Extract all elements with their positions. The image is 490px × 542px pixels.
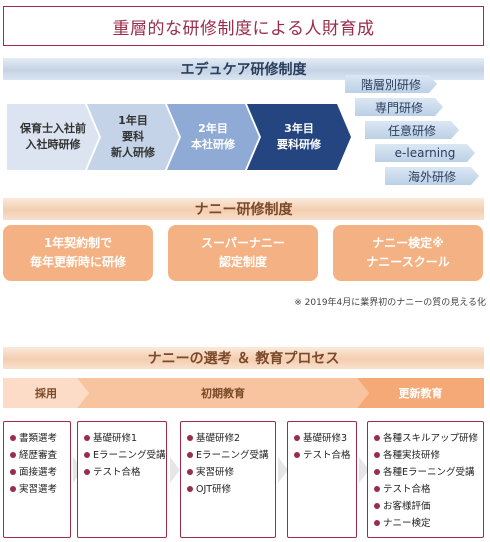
step-year1: 1年目 要科 新人研修: [87, 104, 179, 170]
list-item: 実習選考: [10, 481, 66, 498]
step-line: 3年目: [284, 122, 314, 136]
list-item: 各種スキルアップ研修: [374, 430, 479, 447]
tag-specialized-training: 専門研修: [355, 98, 443, 116]
phase-renewal-education: 更新教育: [357, 378, 484, 408]
step-pre-hire: 保育士入社前 入社時研修: [7, 104, 99, 170]
list-item: 各種Eラーニング受講: [374, 464, 479, 481]
renewal-education-list: 各種スキルアップ研修 各種実技研修 各種Eラーニング受講 テスト合格 お客様評価…: [367, 421, 484, 538]
list-item: 基礎研修3: [294, 430, 352, 447]
step-line: 要科: [122, 130, 144, 144]
list-item: お客様評価: [374, 498, 479, 515]
list-item: 書類選考: [10, 430, 66, 447]
list-item: Eラーニング受講: [187, 447, 271, 464]
tag-optional-training: 任意研修: [365, 121, 459, 139]
list-item: テスト合格: [84, 464, 162, 481]
list-item: 面接選考: [10, 464, 66, 481]
list-item: 実習研修: [187, 464, 271, 481]
phase-recruitment: 採用: [3, 378, 89, 408]
nanny-training-bar: ナニー研修制度: [3, 198, 484, 220]
tag-hierarchical-training: 階層別研修: [345, 75, 437, 93]
next-arrow-icon: [170, 457, 180, 483]
step-year3: 3年目 要科研修: [247, 104, 351, 170]
next-arrow-icon: [278, 457, 288, 483]
step-line: 入社時研修: [25, 138, 81, 151]
list-item: テスト合格: [374, 481, 479, 498]
nanny-box-line: 認定制度: [218, 255, 267, 269]
list-item: ナニー検定: [374, 515, 479, 532]
page-title: 重層的な研修制度による人財育成: [3, 6, 484, 46]
step-line: 新人研修: [111, 145, 155, 159]
nanny-box-line: スーパーナニー: [201, 235, 285, 250]
list-item: Eラーニング受講: [84, 447, 166, 464]
list-item: 基礎研修1: [84, 430, 162, 447]
tag-overseas-training: 海外研修: [385, 167, 479, 185]
nanny-box-line: 1年契約制で: [43, 235, 113, 250]
step-line: 1年目: [118, 114, 148, 128]
nanny-box-super-nanny: スーパーナニー 認定制度: [168, 225, 318, 281]
list-item: OJT研修: [187, 481, 271, 498]
list-item: 基礎研修2: [187, 430, 271, 447]
step-line: 要科研修: [277, 138, 321, 151]
initial-education-list-2: 基礎研修2 Eラーニング受講 実習研修 OJT研修: [180, 421, 276, 538]
nanny-box-certification: ナニー検定※ ナニースクール: [333, 225, 483, 281]
list-item: 経歴審査: [10, 447, 66, 464]
recruitment-list: 書類選考 経歴審査 面接選考 実習選考: [3, 421, 71, 538]
step-line: 本社研修: [191, 138, 235, 151]
initial-education-list-3: 基礎研修3 テスト合格: [287, 421, 357, 538]
step-line: 保育士入社前: [20, 122, 86, 136]
footnote: ※ 2019年4月に業界初のナニーの質の見える化: [294, 298, 486, 308]
list-item: 各種実技研修: [374, 447, 479, 464]
initial-education-list-1: 基礎研修1 Eラーニング受講 テスト合格: [77, 421, 167, 538]
nanny-box-contract: 1年契約制で 毎年更新時に研修: [3, 225, 153, 281]
step-year2: 2年目 本社研修: [167, 104, 259, 170]
nanny-box-line: ナニー検定※: [372, 235, 444, 250]
nanny-box-line: ナニースクール: [366, 255, 450, 269]
educare-training-bar: エデュケア研修制度: [3, 58, 484, 80]
next-arrow-icon: [359, 457, 369, 483]
list-item: テスト合格: [294, 447, 352, 464]
tag-e-learning: e-learning: [375, 144, 475, 162]
step-line: 2年目: [198, 122, 228, 136]
phase-initial-education: 初期教育: [77, 378, 369, 408]
nanny-box-line: 毎年更新時に研修: [29, 255, 126, 269]
process-bar: ナニーの選考 ＆ 教育プロセス: [3, 347, 484, 369]
